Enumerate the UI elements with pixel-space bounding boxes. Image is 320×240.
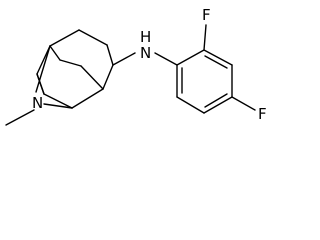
bond <box>204 93 228 108</box>
bond <box>154 52 178 66</box>
bond <box>35 45 51 93</box>
bond <box>203 96 233 114</box>
bond <box>80 65 104 90</box>
ortho-fluorine-label: F <box>202 6 211 24</box>
bond <box>204 55 228 69</box>
bond <box>106 44 114 66</box>
bond <box>231 96 256 111</box>
bond <box>43 93 73 109</box>
bond <box>49 45 61 61</box>
bond-lines <box>5 24 256 126</box>
bond <box>5 109 35 126</box>
bond <box>36 73 45 95</box>
bond <box>71 88 104 109</box>
bond <box>102 64 114 90</box>
bond <box>112 52 136 66</box>
para-fluorine-label: F <box>258 105 267 123</box>
bond <box>203 24 207 51</box>
molecule-drawing: N H N F F <box>5 6 267 126</box>
structure-canvas: N H N F F <box>5 6 267 126</box>
bond <box>176 49 205 66</box>
bond <box>59 59 82 67</box>
bond <box>78 29 108 46</box>
bond <box>203 49 233 66</box>
bond <box>36 45 51 75</box>
bridge-nitrogen-label: N <box>32 94 43 112</box>
bond <box>49 29 80 47</box>
bond <box>43 103 73 109</box>
amine-hydrogen-label: H <box>140 28 151 46</box>
amine-nitrogen-label: N <box>140 44 151 62</box>
bond <box>176 96 205 114</box>
